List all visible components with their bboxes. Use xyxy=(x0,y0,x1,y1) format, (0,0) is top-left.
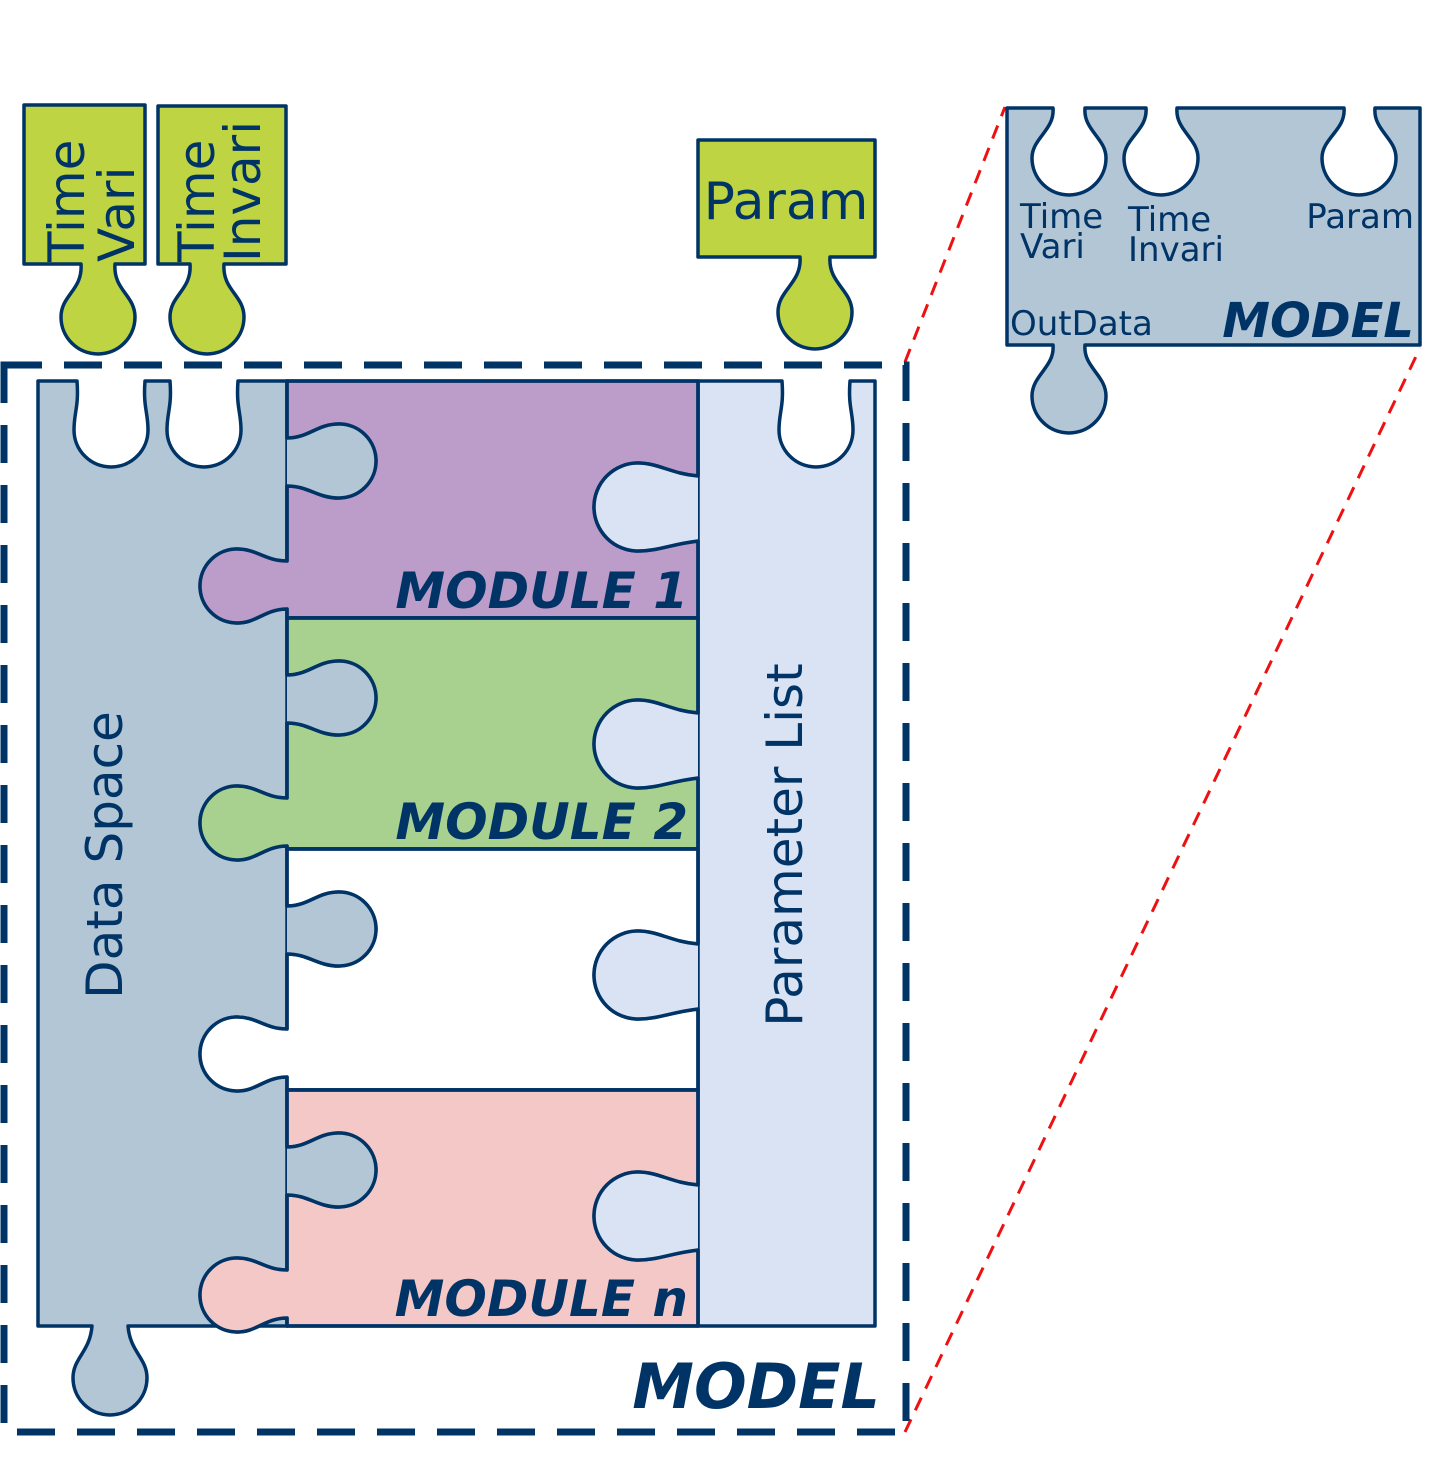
summary-time-vari-line1: Time xyxy=(1019,197,1103,237)
input-param: Param xyxy=(696,138,877,351)
data-space-tab-3 xyxy=(287,892,376,966)
data-space-piece: Data Space xyxy=(36,379,289,1417)
time-invari-line2: Invari xyxy=(214,121,272,262)
parameter-tab-2 xyxy=(594,700,698,788)
module-tab-2 xyxy=(200,786,287,860)
zoom-line-top xyxy=(903,106,1007,363)
zoom-line-bottom xyxy=(903,347,1422,1433)
parameter-tab-1 xyxy=(594,463,698,551)
data-space-label: Data Space xyxy=(76,711,134,999)
summary-time-invari-line1: Time xyxy=(1127,200,1211,240)
module-label-2: MODULE 2 xyxy=(395,793,688,851)
module-outline-1 xyxy=(198,379,700,625)
parameter-tab-3 xyxy=(594,931,698,1019)
parameter-list-piece: Parameter List xyxy=(696,379,877,1328)
module-tab-3 xyxy=(200,1017,287,1091)
modules-group: MODULE 1 MODULE 2 MODULE n xyxy=(198,379,700,1334)
module-outline-4 xyxy=(198,1088,700,1334)
summary-outdata-label: OutData xyxy=(1010,304,1153,344)
module-label-1: MODULE 1 xyxy=(395,562,688,620)
time-invari-line1: Time xyxy=(168,140,226,263)
module-outline-2 xyxy=(198,616,700,862)
module-outline-3 xyxy=(198,847,700,1093)
param-label: Param xyxy=(704,172,869,232)
summary-model-piece: Time Vari Time Invari Param OutData MODE… xyxy=(1005,106,1422,435)
summary-time-vari-line2: Vari xyxy=(1020,227,1085,267)
parameter-tab-4 xyxy=(594,1172,698,1260)
module-tab-1 xyxy=(200,549,287,623)
model-title: MODEL xyxy=(632,1350,880,1423)
time-vari-line2: Vari xyxy=(88,167,146,262)
parameter-list-label: Parameter List xyxy=(756,663,814,1026)
module-tab-4 xyxy=(200,1258,287,1332)
model-boundary xyxy=(0,361,910,1436)
data-space-tab-4 xyxy=(287,1133,376,1207)
data-space-tab-1 xyxy=(287,424,376,498)
summary-param-label: Param xyxy=(1306,197,1414,237)
time-vari-line1: Time xyxy=(38,140,96,263)
data-space-tab-2 xyxy=(287,661,376,735)
module-label-4: MODULE n xyxy=(395,1270,688,1328)
summary-time-invari-line2: Invari xyxy=(1128,230,1224,270)
input-time-vari: Time Vari xyxy=(22,103,147,356)
input-time-invari: Time Invari xyxy=(156,104,288,356)
summary-model-title: MODEL xyxy=(1222,293,1414,349)
